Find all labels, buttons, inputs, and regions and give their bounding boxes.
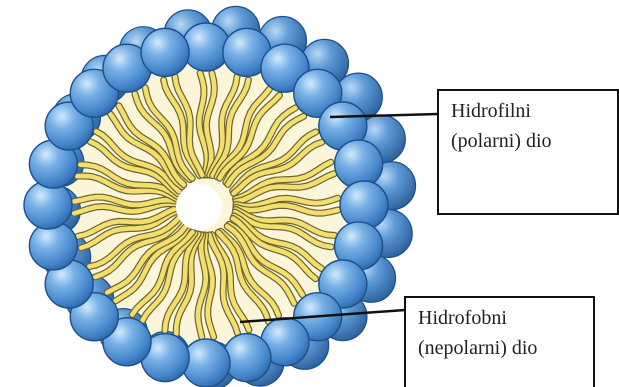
hydrophobic-label-line2: (nepolarni) dio bbox=[418, 333, 583, 363]
hydrophobic-label-line1: Hidrofobni bbox=[418, 303, 583, 333]
hydrophilic-label-line1: Hidrofilni bbox=[451, 96, 607, 126]
micelle-center-cavity bbox=[176, 184, 222, 230]
hydrophilic-label-box: Hidrofilni (polarni) dio bbox=[437, 89, 619, 215]
hydrophilic-label-line2: (polarni) dio bbox=[451, 126, 607, 156]
hydrophobic-label-box: Hidrofobni (nepolarni) dio bbox=[404, 296, 595, 387]
lipid-head bbox=[141, 28, 189, 76]
